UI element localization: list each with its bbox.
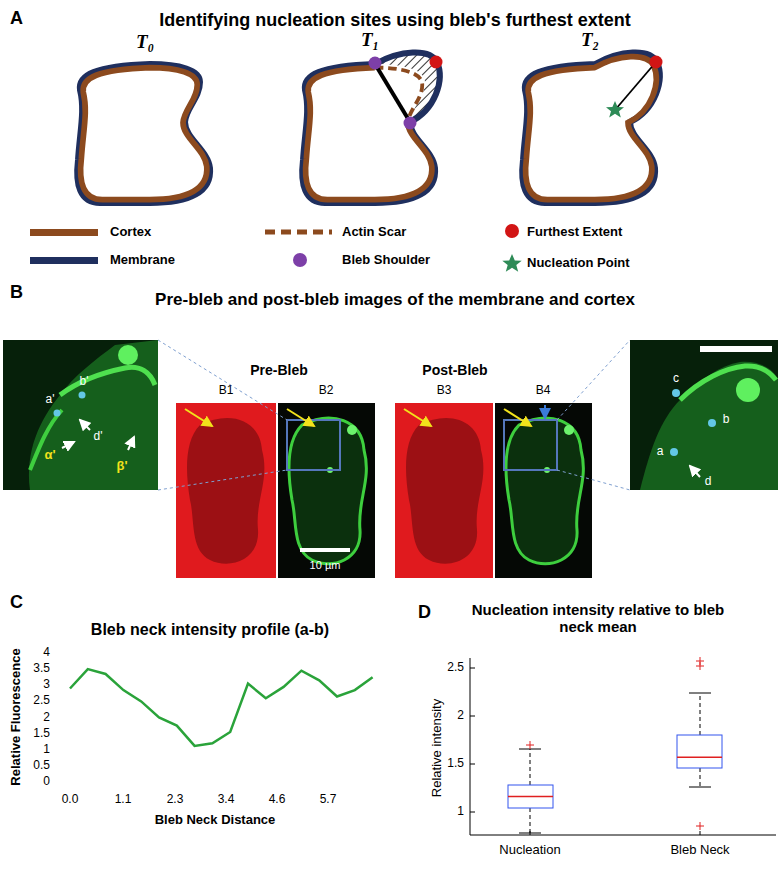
axis-tick: 1 xyxy=(43,743,50,757)
axis-tick: 5.7 xyxy=(320,793,337,807)
scale-bar-label: 10 µm xyxy=(310,559,341,572)
image-label: B2 xyxy=(319,384,334,398)
time-label: T₀ xyxy=(136,31,154,53)
legend-text: Actin Scar xyxy=(342,225,406,240)
category-label: Bleb Neck xyxy=(670,843,729,858)
legend-text: Bleb Shoulder xyxy=(342,253,430,268)
axis-tick: 3 xyxy=(43,678,50,692)
axis-tick: 1 xyxy=(457,805,464,819)
panel-letter: C xyxy=(10,592,23,613)
point-label: d xyxy=(705,475,712,489)
axis-title: Bleb Neck Distance xyxy=(155,813,276,828)
inset-left xyxy=(3,340,158,490)
point-label: b' xyxy=(80,375,89,389)
axis-tick: 0.5 xyxy=(33,759,50,773)
axis-tick: 1.1 xyxy=(115,793,132,807)
profile-line xyxy=(70,669,373,746)
panel-title: Bleb neck intensity profile (a-b) xyxy=(91,621,329,639)
box-plot xyxy=(470,657,776,835)
axis-tick: 2.5 xyxy=(447,661,464,675)
point-label: d' xyxy=(94,430,103,444)
cell-t0 xyxy=(77,64,210,203)
axis-tick: 0.0 xyxy=(62,793,79,807)
legend-swatch xyxy=(30,257,98,264)
legend-markers xyxy=(265,224,522,272)
point-label: β' xyxy=(116,459,127,474)
cell-t1 xyxy=(302,52,442,203)
axis-tick: 2 xyxy=(457,709,464,723)
axis-tick: 3.4 xyxy=(218,793,235,807)
legend-text: Nucleation Point xyxy=(527,256,630,271)
time-label: T₂ xyxy=(581,29,599,51)
axis-tick: 0 xyxy=(43,775,50,789)
point-label: b xyxy=(723,413,730,427)
point-label: α' xyxy=(44,448,55,463)
point-label: c xyxy=(673,372,679,386)
point-label: a xyxy=(657,445,664,459)
legend-swatch xyxy=(30,229,98,236)
legend-text: Membrane xyxy=(110,253,175,268)
legend-text: Cortex xyxy=(110,225,151,240)
axis-title: Relative intensity xyxy=(430,699,445,797)
panel-title: Identifying nucleation sites using bleb'… xyxy=(159,10,630,31)
axis-tick: 3.5 xyxy=(33,662,50,676)
cell-t2 xyxy=(522,52,662,203)
image-label: B4 xyxy=(536,384,551,398)
inset-right xyxy=(630,340,778,490)
axis-title: Relative Fluorescence xyxy=(9,648,24,785)
axis-tick: 2.5 xyxy=(33,694,50,708)
time-label: T₁ xyxy=(361,29,379,51)
axis-tick: 2.3 xyxy=(167,793,184,807)
point-label: a' xyxy=(46,393,55,407)
category-label: Nucleation xyxy=(499,843,560,858)
axis-tick: 4.6 xyxy=(269,793,286,807)
panel-letter: B xyxy=(10,282,23,303)
axis-tick: 1.5 xyxy=(33,727,50,741)
axis-tick: 1.5 xyxy=(447,757,464,771)
image-group-label: Pre-Bleb xyxy=(250,362,308,378)
micrographs xyxy=(158,340,630,578)
image-label: B3 xyxy=(437,384,452,398)
panel-title: Pre-bleb and post-bleb images of the mem… xyxy=(155,290,635,310)
panel-title: Nucleation intensity relative to bleb ne… xyxy=(456,601,741,636)
panel-letter: A xyxy=(10,8,23,29)
image-group-label: Post-Bleb xyxy=(422,362,487,378)
image-label: B1 xyxy=(219,384,234,398)
axis-tick: 4 xyxy=(43,646,50,660)
axis-tick: 2 xyxy=(43,711,50,725)
legend-text: Furthest Extent xyxy=(527,225,622,240)
panel-letter: D xyxy=(418,602,431,623)
